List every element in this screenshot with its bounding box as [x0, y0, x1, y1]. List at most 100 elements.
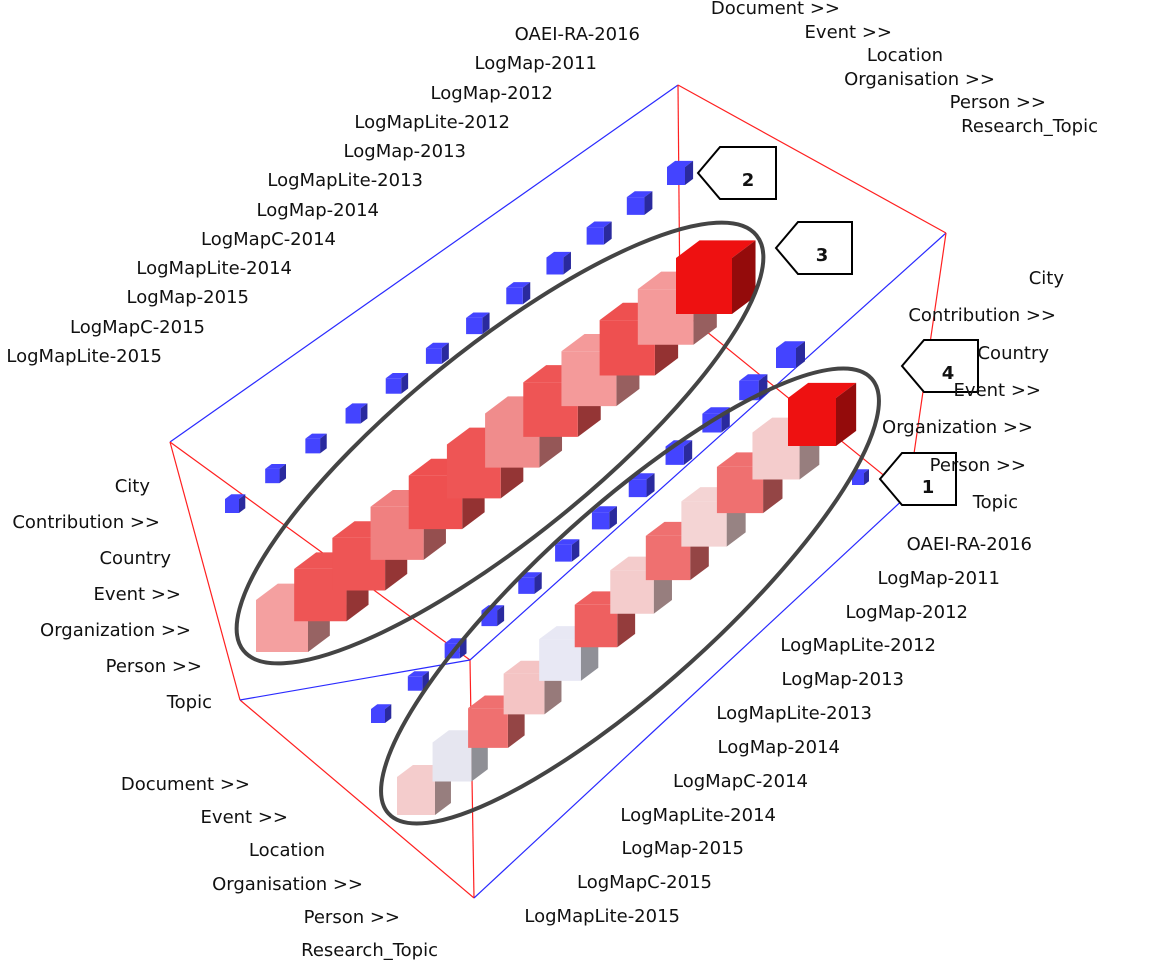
- cube-front-face: [645, 535, 691, 581]
- cube-side-face: [239, 494, 246, 513]
- group-1-ellipse: [379, 366, 881, 826]
- cube-front-face: [628, 479, 647, 498]
- row-2-point: [626, 191, 653, 215]
- cube-side-face: [279, 463, 287, 484]
- ontology-a-left-label: Contribution >>: [12, 512, 160, 533]
- system-bottom-label: LogMapC-2015: [577, 872, 712, 893]
- cube-front-face: [667, 167, 685, 185]
- ontology-a-right-label: City: [1029, 268, 1065, 289]
- system-top-label: LogMap-2014: [257, 200, 379, 221]
- system-bottom-label: LogMap-2014: [718, 737, 840, 758]
- cube-front-face: [371, 709, 385, 723]
- cube-front-face: [546, 257, 564, 275]
- ontology-a-right-label: Topic: [972, 492, 1018, 513]
- system-top-label: LogMap-2015: [127, 287, 249, 308]
- row-2-point: [506, 282, 531, 305]
- callout-4: 4: [900, 339, 979, 393]
- system-top-label: LogMapLite-2013: [267, 170, 423, 191]
- box-edge: [677, 84, 947, 234]
- cube-front-face: [586, 227, 604, 245]
- cube-top-face: [555, 539, 580, 545]
- cube-side-face: [534, 572, 542, 594]
- ontology-a-right-label: Person >>: [930, 455, 1026, 476]
- row-2-point: [265, 463, 287, 484]
- ontology-b-bottom-label: Research_Topic: [301, 940, 438, 961]
- callout-3-label: 3: [816, 245, 829, 266]
- system-top-label: LogMapC-2014: [201, 229, 336, 250]
- ontology-a-left-label: Event >>: [94, 584, 181, 605]
- system-bottom-label: LogMap-2011: [878, 568, 1000, 589]
- cube-front-face: [407, 676, 423, 691]
- cube-front-face: [503, 673, 545, 715]
- row-4-point: [776, 341, 805, 368]
- system-top-label: LogMap-2011: [475, 53, 597, 74]
- ontology-a-right-label: Contribution >>: [908, 305, 1056, 326]
- ontology-a-right-label: Country: [977, 343, 1049, 364]
- box-edge: [169, 441, 471, 661]
- ontology-b-top-label: Research_Topic: [961, 116, 1098, 137]
- cube-top-face: [466, 312, 490, 318]
- cube-top-face: [225, 494, 246, 499]
- cube-top-face: [506, 282, 531, 288]
- cube-front-face: [681, 501, 727, 547]
- ontology-b-bottom-label: Event >>: [201, 807, 288, 828]
- ontology-b-bottom-label: Organisation >>: [212, 874, 363, 895]
- cube-top-face: [407, 671, 429, 677]
- system-top-label: LogMap-2013: [344, 141, 466, 162]
- system-bottom-label: LogMap-2015: [622, 838, 744, 859]
- cube-top-face: [626, 191, 653, 198]
- row-2-point: [345, 403, 368, 424]
- cube-front-face: [610, 570, 654, 614]
- cube-top-face: [305, 433, 327, 439]
- cube-side-face: [522, 282, 531, 305]
- cube-side-face: [603, 221, 612, 245]
- system-top-label: LogMapLite-2014: [136, 258, 292, 279]
- system-bottom-label: LogMapLite-2015: [524, 906, 680, 927]
- cube-top-face: [667, 160, 694, 167]
- cube-front-face: [574, 604, 618, 648]
- row-2-point: [586, 221, 612, 245]
- axis-labels: OAEI-RA-2016LogMap-2011LogMap-2012LogMap…: [6, 0, 1098, 961]
- box-edge: [469, 232, 947, 661]
- cube-top-face: [586, 221, 612, 228]
- callout-4-label: 4: [942, 363, 955, 384]
- row-4-point: [371, 704, 392, 723]
- ontology-a-right-label: Organization >>: [882, 417, 1033, 438]
- callout-3: 3: [774, 221, 853, 275]
- ontology-b-bottom-label: Person >>: [304, 907, 400, 928]
- cube-front-face: [539, 639, 581, 681]
- cube-side-face: [609, 506, 617, 530]
- cube-front-face: [432, 742, 472, 782]
- system-top-label: LogMap-2012: [431, 83, 553, 104]
- cube-front-face: [385, 378, 402, 394]
- cube-top-face: [371, 704, 392, 709]
- cube-top-face: [591, 506, 617, 513]
- ontology-b-top-label: Document >>: [711, 0, 840, 19]
- ontology-a-left-label: Topic: [166, 692, 212, 713]
- cube-top-face: [265, 463, 287, 469]
- cube-side-face: [563, 251, 571, 275]
- cube-side-face: [683, 440, 693, 465]
- system-bottom-label: LogMapC-2014: [673, 771, 808, 792]
- cube-side-face: [482, 312, 490, 335]
- box-edge: [169, 441, 241, 701]
- ontology-a-left-label: Person >>: [106, 656, 202, 677]
- row-1-cube: [788, 382, 857, 446]
- system-bottom-label: LogMap-2012: [846, 602, 968, 623]
- cube-side-face: [571, 539, 580, 562]
- cube-top-face: [345, 403, 368, 409]
- box-edge: [473, 494, 909, 899]
- ontology-b-bottom-label: Location: [249, 840, 325, 861]
- cube-top-face: [425, 342, 449, 349]
- system-bottom-label: LogMapLite-2013: [716, 703, 872, 724]
- cube-side-face: [385, 704, 392, 723]
- system-bottom-label: LogMapLite-2014: [620, 805, 776, 826]
- row-2-point: [425, 342, 449, 364]
- ontology-a-left-label: City: [115, 476, 151, 497]
- system-top-label: LogMapLite-2015: [6, 346, 162, 367]
- row-4-point: [407, 671, 429, 691]
- system-top-label: OAEI-RA-2016: [515, 24, 640, 45]
- group-3-ellipse: [234, 220, 766, 666]
- cube-front-face: [776, 348, 796, 368]
